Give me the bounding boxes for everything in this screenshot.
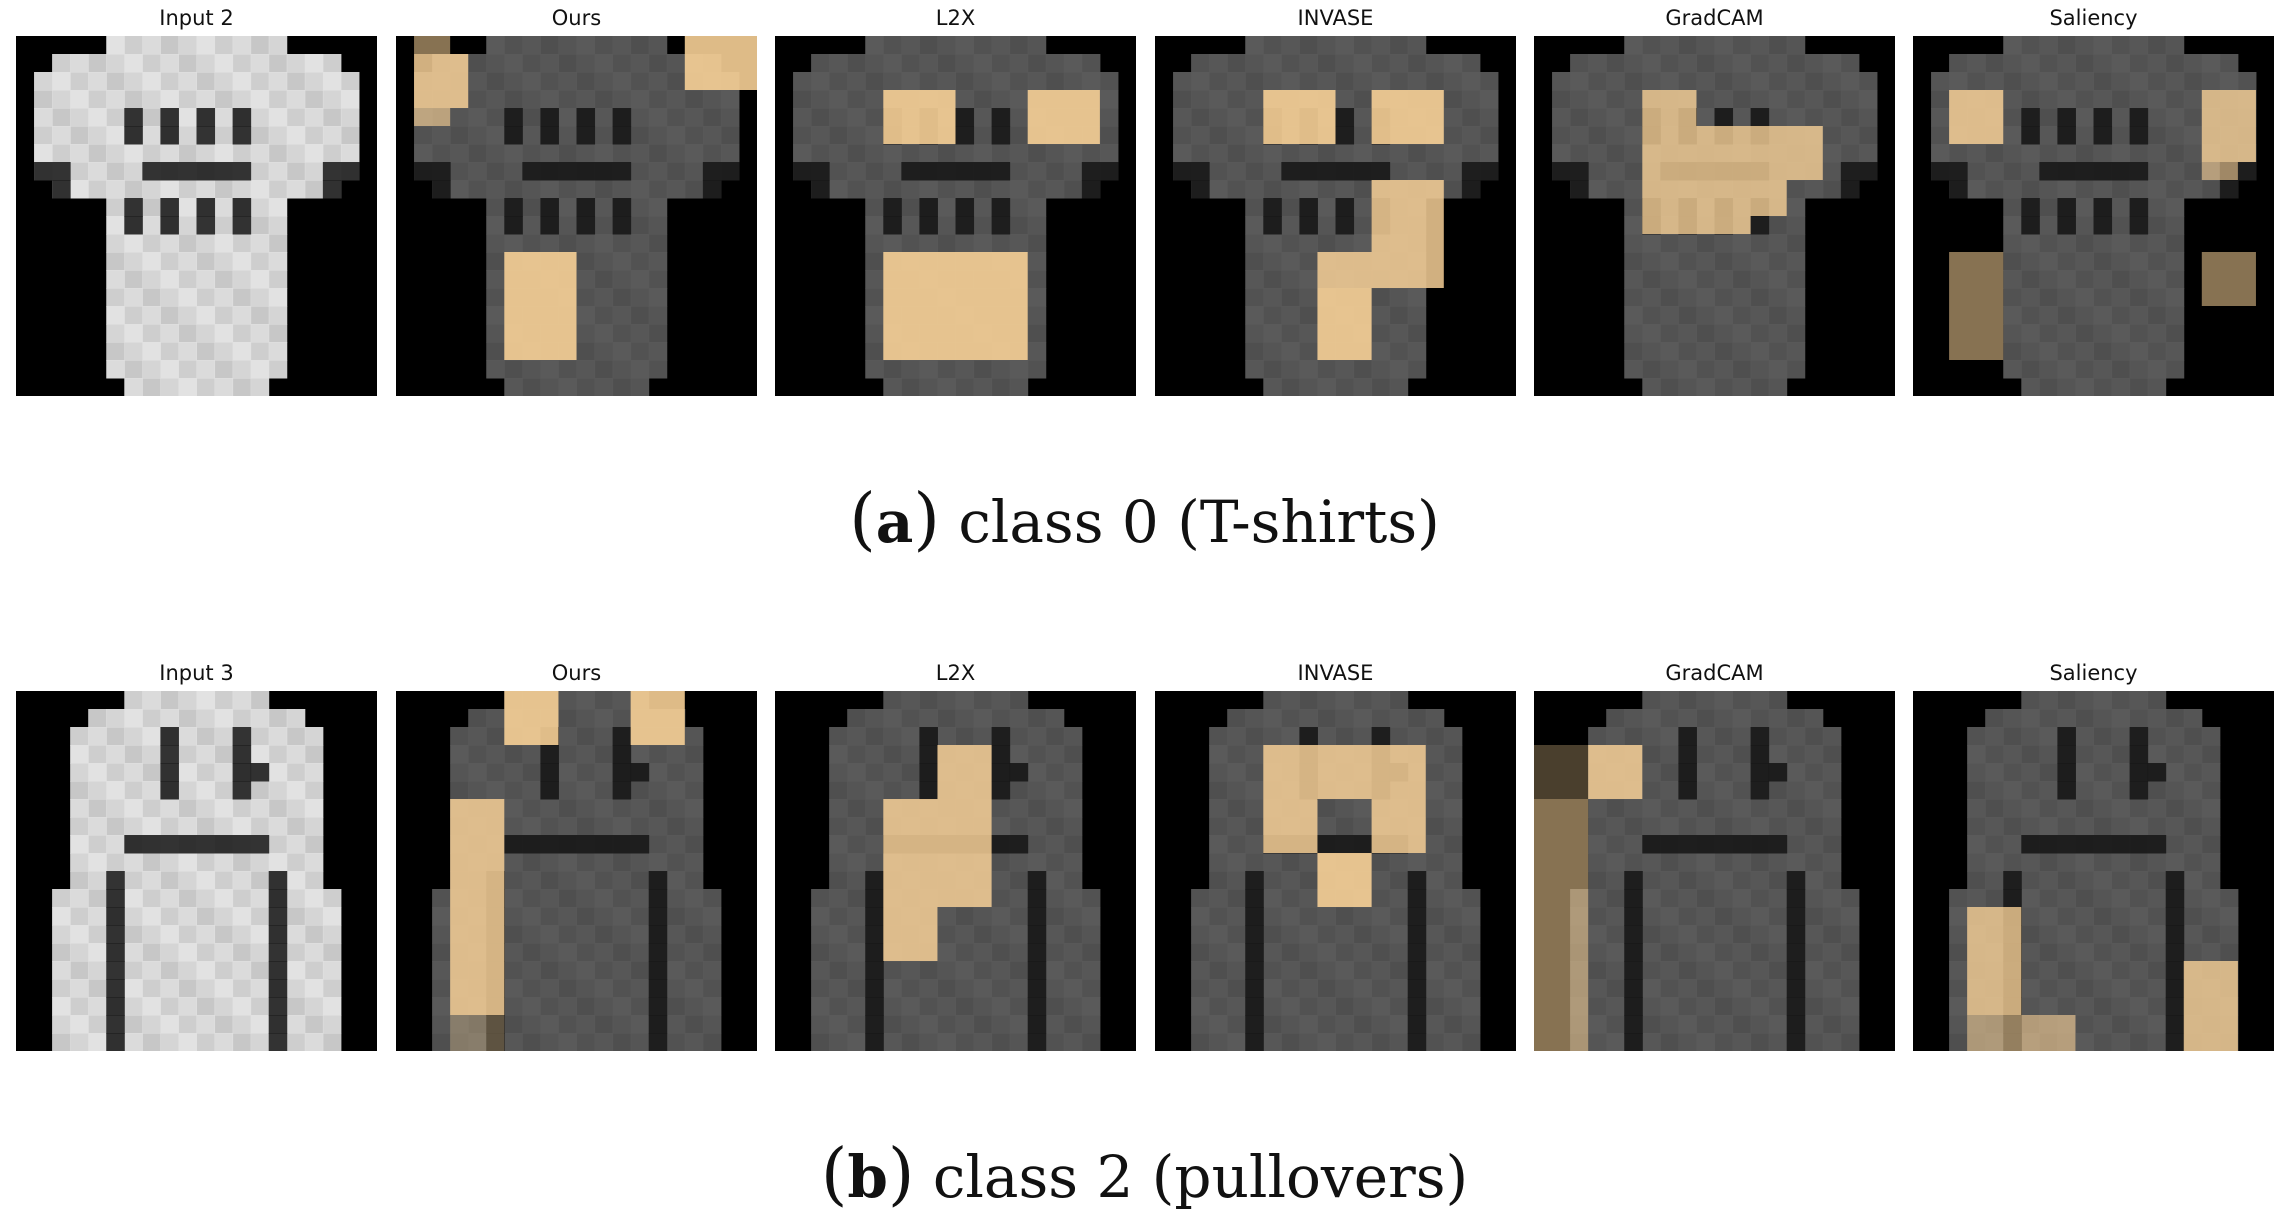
highlight-patch [883, 907, 938, 961]
highlight-patch [1642, 216, 1751, 234]
caption-letter: b [847, 1143, 888, 1211]
highlight-patch [1642, 180, 1787, 216]
highlight-patch [883, 799, 992, 907]
image-panel [16, 691, 377, 1051]
highlight-patch [1371, 90, 1444, 144]
panel-title: Ours [551, 661, 602, 685]
highlight-patch [450, 799, 505, 1015]
image-panel [1155, 691, 1516, 1051]
caption-a: (a) class 0 (T-shirts) [849, 480, 1440, 559]
highlight-patch [1263, 745, 1426, 799]
highlight-patch [2201, 162, 2238, 180]
panel-title: Saliency [2049, 661, 2138, 685]
panel-title: L2X [935, 6, 976, 30]
garment-pixels [432, 691, 722, 1051]
highlight-patch [1263, 799, 1318, 853]
highlight-patch [414, 54, 469, 108]
image-panel [396, 36, 757, 396]
highlight-patch [937, 745, 992, 799]
highlight-patch [1642, 126, 1823, 180]
highlight-patch [1642, 90, 1697, 126]
highlight-patch [1317, 853, 1372, 907]
highlight-patch [2201, 90, 2256, 162]
image-panel [775, 36, 1136, 396]
panel-title: INVASE [1297, 661, 1374, 685]
garment-pixels [34, 36, 360, 396]
highlight-patch [450, 1015, 505, 1051]
highlight-patch [1534, 799, 1589, 1051]
highlight-patch [1263, 90, 1336, 144]
image-panel [1913, 691, 2274, 1051]
panel-title: GradCAM [1665, 661, 1764, 685]
highlight-patch [504, 252, 577, 360]
highlight-patch [1371, 180, 1444, 252]
image-panel [1913, 36, 2274, 396]
highlight-patch [883, 252, 1028, 360]
highlight-patch [1967, 1015, 2022, 1051]
highlight-patch [1949, 90, 2004, 144]
panel-title: L2X [935, 661, 976, 685]
highlight-patch [2201, 252, 2256, 306]
panel-title: Saliency [2049, 6, 2138, 30]
highlight-patch [1967, 907, 2022, 1015]
highlight-patch [684, 36, 757, 90]
caption-text: class 2 (pullovers) [932, 1143, 1469, 1211]
image-panel [1534, 36, 1895, 396]
panel-title: Input 2 [159, 6, 234, 30]
panel-title: Input 3 [159, 661, 234, 685]
panel-title: Ours [551, 6, 602, 30]
highlight-patch [2183, 961, 2238, 1051]
highlight-patch [2021, 1015, 2076, 1051]
garment-pixels [1191, 691, 1481, 1051]
image-panel [775, 691, 1136, 1051]
highlight-patch [1371, 799, 1426, 853]
garment-pixels [1931, 36, 2257, 396]
highlight-patch [504, 691, 559, 745]
highlight-patch [1317, 252, 1444, 288]
image-panel [1534, 691, 1895, 1051]
image-panel [396, 691, 757, 1051]
highlight-patch [1534, 745, 1589, 799]
caption-text: class 0 (T-shirts) [958, 488, 1440, 556]
highlight-patch [883, 90, 956, 144]
highlight-patch [1317, 288, 1372, 360]
highlight-patch [1027, 90, 1100, 144]
garment-pixels [52, 691, 342, 1051]
caption-b: (b) class 2 (pullovers) [820, 1135, 1469, 1214]
panel-title: GradCAM [1665, 6, 1764, 30]
highlight-patch [1588, 745, 1643, 799]
highlight-patch [414, 108, 451, 126]
caption-letter: a [875, 488, 914, 556]
highlight-patch [1949, 252, 2004, 360]
panel-title: INVASE [1297, 6, 1374, 30]
highlight-patch [630, 691, 685, 745]
image-panel [1155, 36, 1516, 396]
highlight-patch [414, 36, 451, 54]
image-panel [16, 36, 377, 396]
